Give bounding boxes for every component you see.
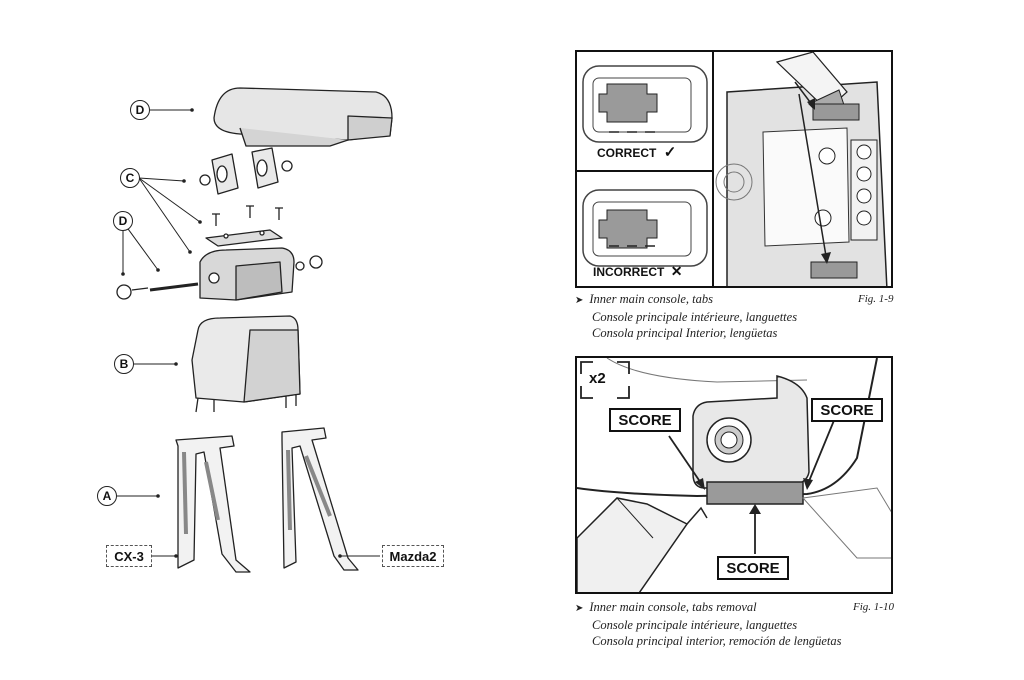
fig-1-10-number: Fig. 1-10 — [853, 601, 894, 613]
fig-1-10-caption: ➤Inner main console, tabs removal Consol… — [575, 600, 842, 648]
score-label-bottom: SCORE — [717, 556, 789, 580]
score-label-right: SCORE — [811, 398, 883, 422]
fig-1-10-panel: x2 SCORE SCORE SCORE — [575, 356, 893, 594]
correct-label: CORRECT ✓ — [597, 144, 677, 161]
bracket-cx3 — [175, 435, 251, 573]
model-label-cx3: CX-3 — [106, 545, 152, 567]
bullet-arrow-icon: ➤ — [575, 295, 584, 306]
incorrect-label: INCORRECT ✕ — [593, 263, 683, 279]
score-label-left: SCORE — [609, 408, 681, 432]
hinge-rod — [149, 282, 199, 292]
quantity-x2: x2 — [589, 370, 606, 387]
model-label-mazda2: Mazda2 — [382, 545, 444, 567]
cross-icon: ✕ — [670, 263, 683, 279]
bullet-arrow-icon: ➤ — [575, 603, 584, 614]
callout-d-middle: D — [113, 211, 133, 231]
fig-1-9-panel: CORRECT ✓ INCORRECT ✕ — [575, 50, 893, 288]
callout-c: C — [120, 168, 140, 188]
check-icon: ✓ — [663, 144, 677, 161]
callout-b: B — [114, 354, 134, 374]
fig-1-9-drawing — [577, 52, 891, 286]
fig-1-9-number: Fig. 1-9 — [858, 293, 894, 305]
callout-d-top: D — [130, 100, 150, 120]
fig-1-9-caption: ➤Inner main console, tabs Console princi… — [575, 292, 798, 340]
callout-a: A — [97, 486, 117, 506]
hinge-bracket — [205, 229, 283, 247]
bracket-mazda2 — [281, 427, 359, 571]
